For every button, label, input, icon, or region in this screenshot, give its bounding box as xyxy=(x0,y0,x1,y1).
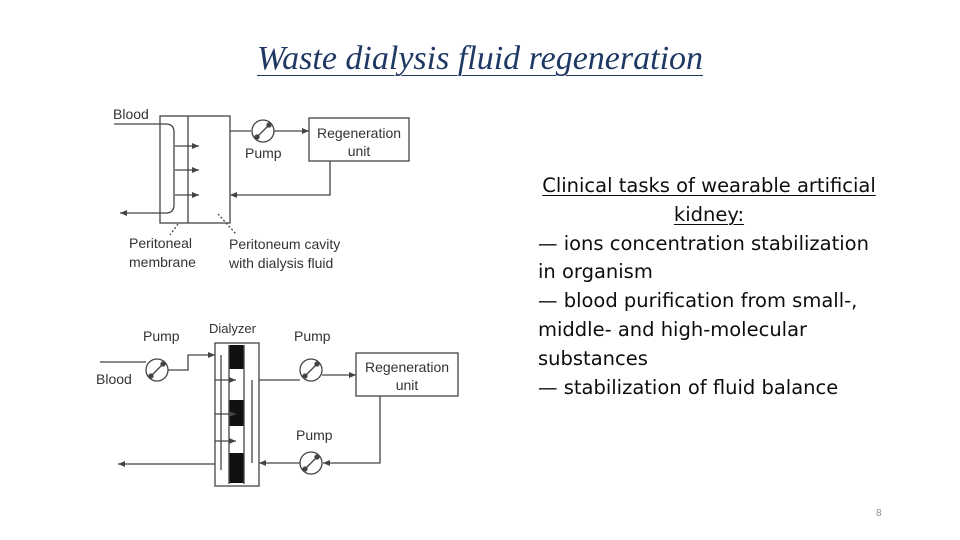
membrane-label-line1: Peritoneal xyxy=(129,235,192,251)
pump-icon-dot xyxy=(254,134,260,140)
cavity-leader xyxy=(217,213,237,235)
pump-icon-dot xyxy=(314,361,320,367)
regen-return-line xyxy=(323,396,381,466)
dialyzer-segment xyxy=(229,345,244,369)
hemodialysis-labels: Pump Dialyzer Pump Regeneration unit Blo… xyxy=(96,321,449,443)
clinical-tasks: Clinical tasks of wearable artificial ki… xyxy=(538,172,880,402)
peritoneal-labels: Blood Pump Regeneration unit Peritoneal … xyxy=(113,106,401,271)
pump-icon-dot xyxy=(266,122,272,128)
dialyzer-label: Dialyzer xyxy=(209,321,257,336)
pump-icon-dot xyxy=(302,466,308,472)
pump-icon-dot xyxy=(302,373,308,379)
pump-icon-stroke xyxy=(304,363,318,377)
regen-unit-box xyxy=(308,117,410,162)
tasks-heading: Clinical tasks of wearable artificial ki… xyxy=(542,174,876,226)
dialysate-pump-label: Pump xyxy=(294,328,331,344)
blood-label: Blood xyxy=(113,106,149,122)
blood-vessel-path xyxy=(114,123,175,216)
membrane-label-line2: membrane xyxy=(129,254,196,270)
regen-bottom-label-line1: Regeneration xyxy=(365,359,449,375)
task-item: — blood purification from small-, middle… xyxy=(538,289,858,370)
page-number: 8 xyxy=(876,508,882,519)
pump-icon-dot xyxy=(314,454,320,460)
slide-title-text: Waste dialysis fluid regeneration xyxy=(256,40,704,77)
task-item: — stabilization of fluid balance xyxy=(538,375,839,399)
slide-title: Waste dialysis fluid regeneration xyxy=(0,40,960,78)
pump-to-dialyzer-line xyxy=(168,352,215,371)
membrane-leader xyxy=(169,223,179,236)
task-item: — ions concentration stabilization in or… xyxy=(538,231,869,284)
pump-icon-dot xyxy=(160,361,166,367)
cavity-label-line2: with dialysis fluid xyxy=(228,255,333,271)
regen-label-line1: Regeneration xyxy=(317,125,401,141)
hemodialysis-diagram xyxy=(100,342,459,487)
return-pump-label: Pump xyxy=(296,427,333,443)
blood-pump-label: Pump xyxy=(143,328,180,344)
return-line xyxy=(230,161,331,198)
peritoneal-diagram xyxy=(114,115,410,236)
regen-label-line2: unit xyxy=(348,143,371,159)
dialyzer-segment xyxy=(229,400,244,426)
cavity-label-line1: Peritoneum cavity xyxy=(229,236,340,252)
dialyzer-segment xyxy=(229,453,244,483)
regen-unit-box-bottom xyxy=(355,352,459,397)
pump-icon-stroke xyxy=(150,363,164,377)
pump-icon-dot xyxy=(148,373,154,379)
blood-bottom-label: Blood xyxy=(96,371,132,387)
pump-icon-stroke xyxy=(304,456,318,470)
dialysate-pump-icon xyxy=(299,358,323,382)
peritoneum-box xyxy=(159,115,231,224)
pump-label: Pump xyxy=(245,145,282,161)
pump-icon-stroke xyxy=(256,124,270,138)
regen-bottom-label-line2: unit xyxy=(396,377,419,393)
